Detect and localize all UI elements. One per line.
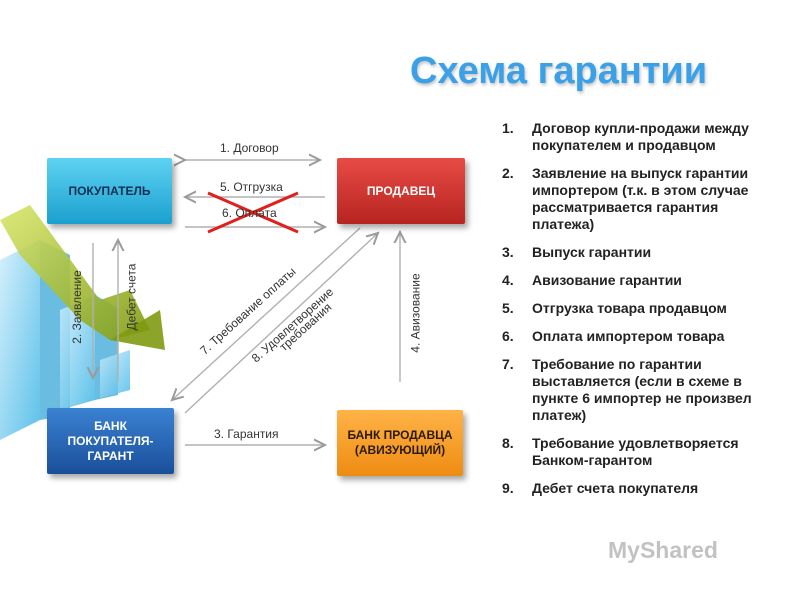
advising-label: 4. Авизование: [408, 273, 423, 353]
guarantee-label: 3. Гарантия: [214, 427, 279, 441]
buyer-bank-line3: ГАРАНТ: [87, 448, 134, 463]
list-item: 5.Отгрузка товара продавцом: [502, 300, 727, 316]
buyer-bank-line1: БАНК: [94, 418, 127, 433]
seller-box: ПРОДАВЕЦ: [337, 158, 465, 224]
buyer-bank-box: БАНК ПОКУПАТЕЛЯ- ГАРАНТ: [47, 408, 174, 474]
list-item: 3.Выпуск гарантии: [502, 244, 652, 260]
application-label: 2. Заявление: [69, 270, 84, 344]
list-item: 8.Требование удовлетворяется Банком-гара…: [502, 435, 739, 468]
buyer-label: ПОКУПАТЕЛЬ: [68, 183, 151, 198]
arrow-fulfill: [184, 233, 378, 414]
buyer-box: ПОКУПАТЕЛЬ: [47, 158, 172, 224]
seller-bank-box: БАНК ПРОДАВЦА (АВИЗУЮЩИЙ): [337, 410, 463, 476]
shipment-label: 5. Отгрузка: [220, 180, 283, 194]
list-item: 7.Требование по гарантии выставляется (е…: [502, 356, 752, 423]
cross-mark-icon: [207, 191, 299, 234]
list-item: 4.Авизование гарантии: [502, 272, 682, 288]
page-title: Схема гарантии: [410, 50, 708, 92]
seller-bank-line1: БАНК ПРОДАВЦА: [347, 428, 453, 442]
payment-label: 6. Оплата: [222, 206, 277, 220]
list-item: 1.Договор купли-продажи между покупателе…: [502, 120, 749, 153]
arrow-claim: [172, 227, 361, 400]
contract-label: 1. Договор: [220, 141, 279, 155]
list-item: 2.Заявление на выпуск гарантии импортеро…: [502, 165, 749, 232]
steps-list: 1.Договор купли-продажи между покупателе…: [502, 120, 772, 508]
list-item: 6.Оплата импортером товара: [502, 328, 725, 344]
seller-bank-line2: (АВИЗУЮЩИЙ): [354, 443, 446, 457]
list-item: 9.Дебет счета покупателя: [502, 480, 699, 496]
buyer-bank-line2: ПОКУПАТЕЛЯ-: [67, 433, 154, 448]
seller-label: ПРОДАВЕЦ: [366, 183, 436, 198]
watermark: MyShared: [608, 537, 718, 563]
decorative-chart-graphic: [0, 205, 165, 440]
debit-label: Дебет счета: [124, 263, 139, 331]
